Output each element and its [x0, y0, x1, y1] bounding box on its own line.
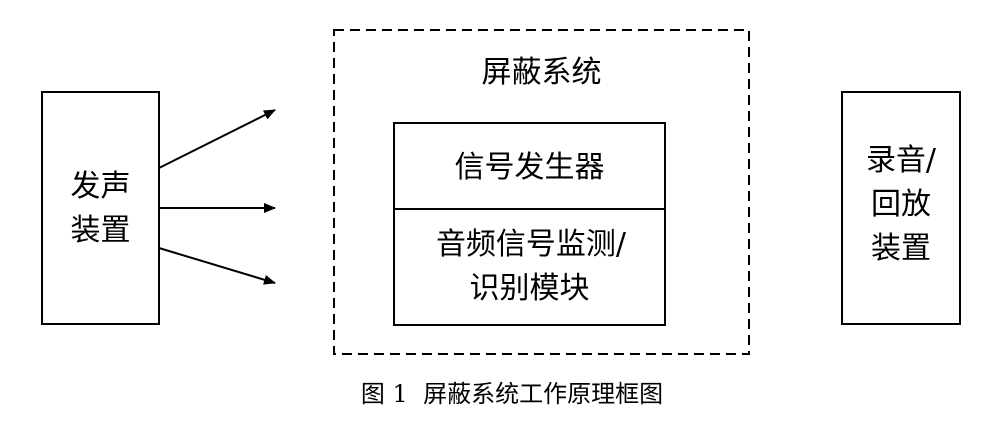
shield-system-title: 屏蔽系统	[482, 55, 602, 90]
arrow-lower	[158, 247, 276, 285]
shield-system-boundary	[333, 29, 750, 355]
sound-emission-arrows	[158, 109, 276, 285]
arrow-upper	[158, 109, 276, 169]
signal-generator-label: 信号发生器	[455, 150, 605, 185]
monitor-module-label-line1: 音频信号监测/	[436, 227, 627, 262]
recording-device-block: 录音/ 回放 装置	[841, 91, 961, 325]
shield-system-block: 屏蔽系统 信号发生器 音频信号监测/ 识别模块	[333, 29, 750, 355]
sound-device-block: 发声 装置	[41, 91, 160, 325]
recording-device-label-line3: 装置	[871, 231, 931, 266]
monitor-module-box	[393, 208, 666, 326]
monitor-module-label-line2: 识别模块	[470, 271, 590, 306]
sound-device-label-line2: 装置	[71, 213, 131, 248]
figure-caption: 图 1 屏蔽系统工作原理框图	[361, 380, 663, 408]
sound-device-label-line1: 发声	[71, 169, 131, 204]
recording-device-label-line2: 回放	[871, 187, 931, 222]
sound-device-box	[41, 91, 160, 325]
recording-device-box	[841, 91, 961, 325]
recording-device-label-line1: 录音/	[866, 143, 937, 178]
